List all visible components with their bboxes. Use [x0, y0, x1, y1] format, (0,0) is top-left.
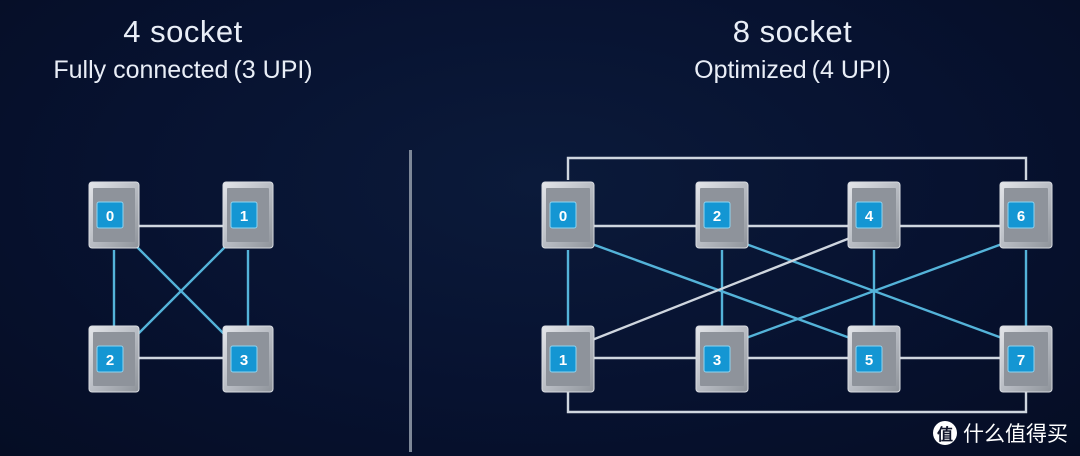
chip-label: 2 [713, 208, 721, 225]
watermark: 值 什么值得买 [933, 418, 1068, 448]
right-subtitle: Optimized (4 UPI) [694, 56, 891, 84]
section-divider [409, 150, 412, 452]
right-title-block: 8 socket Optimized (4 UPI) [600, 14, 985, 85]
chip-right-2: 2 [695, 181, 749, 249]
chip-label: 7 [1017, 352, 1025, 369]
chip-label: 3 [240, 352, 248, 369]
link-3-6 [745, 242, 1003, 340]
right-links [566, 156, 1028, 414]
left-title: 4 socket [123, 14, 243, 49]
chip-label: 2 [106, 352, 114, 369]
chip-label: 4 [865, 208, 874, 225]
chip-right-0: 0 [541, 181, 595, 249]
chip-right-4: 4 [847, 181, 901, 249]
chip-right-1: 1 [541, 325, 595, 393]
link-1-2 [127, 237, 235, 345]
chip-right-7: 7 [999, 325, 1053, 393]
link-0-5 [591, 242, 851, 340]
link-1-4 [591, 236, 851, 342]
chip-label: 1 [559, 352, 567, 369]
chip-label: 6 [1017, 208, 1025, 225]
chip-left-0: 0 [88, 181, 140, 249]
chip-label: 0 [559, 208, 567, 225]
link-1-7-outer [566, 390, 1028, 414]
chip-label: 5 [865, 352, 873, 369]
chip-right-3: 3 [695, 325, 749, 393]
chip-left-2: 2 [88, 325, 140, 393]
right-title: 8 socket [732, 14, 853, 49]
watermark-icon: 值 [933, 421, 957, 445]
chip-label: 1 [240, 208, 248, 225]
chip-label: 3 [713, 352, 721, 369]
left-subtitle: Fully connected (3 UPI) [53, 56, 313, 84]
watermark-text: 什么值得买 [963, 423, 1068, 446]
left-title-block: 4 socket Fully connected (3 UPI) [0, 14, 366, 85]
chip-label: 0 [106, 208, 114, 225]
chip-right-5: 5 [847, 325, 901, 393]
chip-left-3: 3 [222, 325, 274, 393]
chip-left-1: 1 [222, 181, 274, 249]
link-0-6-outer [566, 156, 1028, 180]
chip-right-6: 6 [999, 181, 1053, 249]
